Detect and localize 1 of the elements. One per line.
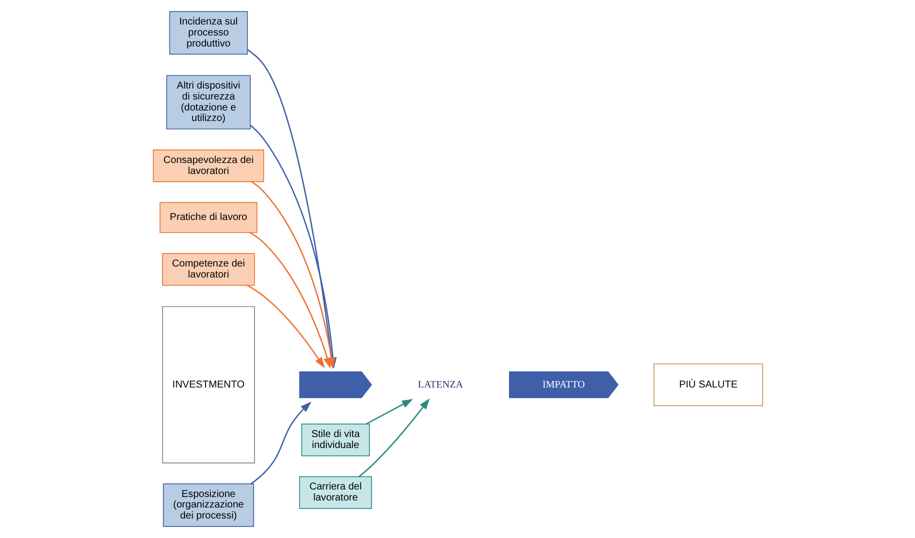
node-text: LATENZA (417, 379, 462, 390)
